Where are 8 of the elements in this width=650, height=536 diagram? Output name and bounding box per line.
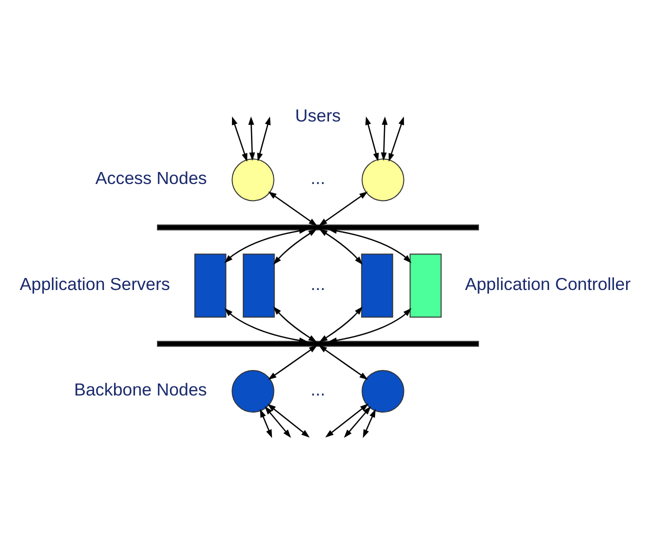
label: ... xyxy=(310,273,326,294)
label: ... xyxy=(310,379,326,400)
label: Access Nodes xyxy=(95,168,207,188)
label: Users xyxy=(295,105,341,126)
label: Backbone Nodes xyxy=(74,379,207,400)
label: ... xyxy=(310,168,326,188)
label: Application Servers xyxy=(20,273,170,294)
label: Application Controller xyxy=(464,273,631,294)
